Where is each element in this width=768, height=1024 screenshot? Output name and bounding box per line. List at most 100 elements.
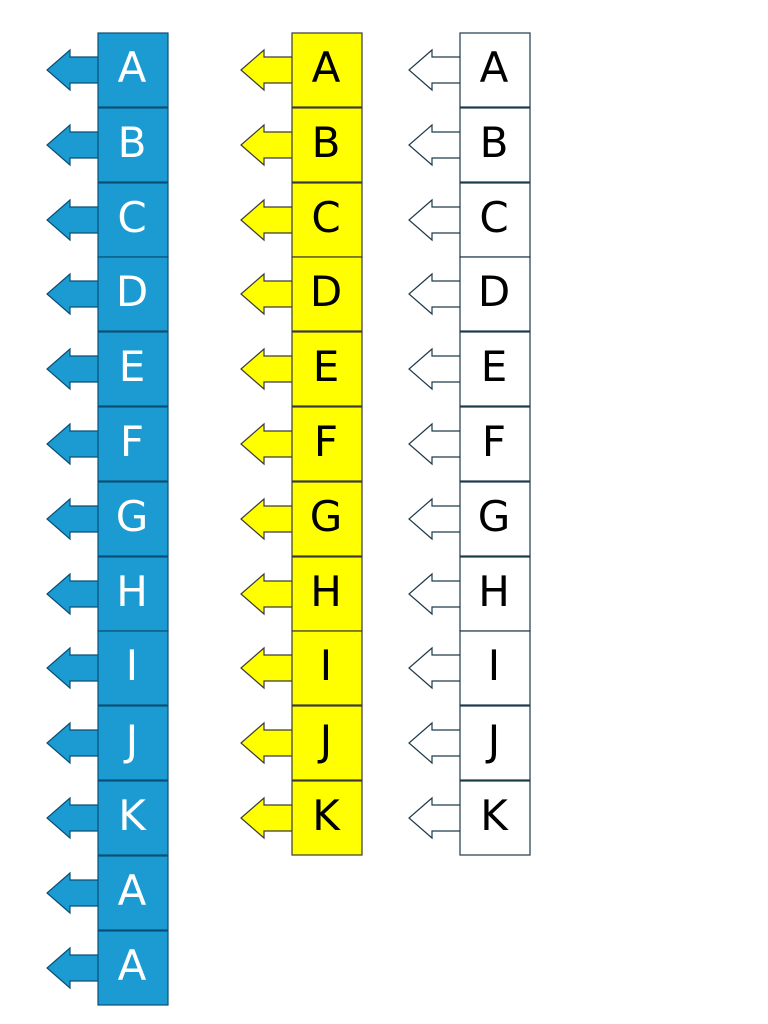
tile-yellow-4: D	[194, 256, 394, 332]
left-arrow-icon	[408, 273, 460, 316]
tile-letter: F	[313, 417, 339, 466]
left-arrow-icon	[46, 48, 98, 92]
tile-box	[291, 780, 363, 856]
left-arrow-icon	[408, 721, 460, 765]
tile-shape	[408, 406, 531, 482]
left-arrow-icon	[46, 871, 98, 915]
tile-box	[291, 107, 363, 183]
tile-box	[97, 331, 169, 407]
tile-letter: D	[115, 267, 149, 317]
tile-shape	[240, 780, 363, 856]
tile-box	[291, 705, 363, 781]
tile-letter: A	[479, 43, 509, 92]
left-arrow-icon	[408, 48, 460, 92]
tile-letter: A	[117, 43, 147, 92]
tile-shape	[240, 107, 363, 183]
tile-letter: I	[125, 641, 139, 691]
tile-shape	[46, 780, 169, 856]
tile-white-3: C	[362, 181, 562, 258]
tile-shape	[408, 256, 531, 332]
tile-box	[291, 331, 363, 407]
left-arrow-icon	[46, 946, 98, 989]
tile-box	[291, 630, 363, 706]
tile-shape	[240, 481, 363, 557]
left-arrow-icon	[46, 572, 98, 615]
tile-shape	[408, 555, 531, 632]
left-arrow-icon	[240, 497, 292, 541]
tile-letter: H	[478, 566, 510, 616]
left-arrow-icon	[240, 572, 292, 615]
tile-white-10: J	[362, 705, 562, 781]
tile-blue-11: K	[0, 780, 200, 856]
left-arrow-icon	[46, 721, 98, 765]
tile-shape	[46, 406, 169, 482]
tile-shape	[408, 32, 531, 108]
tile-box	[97, 705, 169, 781]
tile-white-4: D	[362, 256, 562, 332]
tile-shape	[46, 929, 169, 1006]
tile-letter: J	[125, 716, 139, 766]
tile-box	[459, 32, 531, 108]
left-arrow-icon	[46, 647, 98, 690]
tile-shape	[240, 256, 363, 332]
tile-shape	[46, 481, 169, 557]
tile-box	[459, 555, 531, 632]
tile-yellow-6: F	[194, 406, 394, 482]
left-arrow-icon	[240, 273, 292, 316]
tile-white-8: H	[362, 555, 562, 632]
tile-letter: H	[310, 566, 342, 616]
tile-white-7: G	[362, 481, 562, 557]
tile-letter: D	[477, 267, 511, 317]
tile-shape	[46, 32, 169, 108]
tile-white-1: A	[362, 32, 562, 108]
tile-yellow-5: E	[194, 331, 394, 407]
tile-letter: B	[479, 117, 509, 167]
tile-shape	[240, 181, 363, 258]
tile-shape	[240, 406, 363, 482]
left-arrow-icon	[240, 48, 292, 92]
tile-letter: G	[309, 491, 343, 541]
tile-box	[97, 181, 169, 258]
tile-shape	[408, 107, 531, 183]
tile-shape	[240, 555, 363, 632]
tile-shape	[240, 32, 363, 108]
tile-shape	[408, 780, 531, 856]
tile-letter: D	[309, 267, 343, 317]
tile-yellow-11: K	[194, 780, 394, 856]
tile-yellow-2: B	[194, 107, 394, 183]
tile-white-5: E	[362, 331, 562, 407]
tile-yellow-10: J	[194, 705, 394, 781]
tile-blue-10: J	[0, 705, 200, 781]
tile-shape	[408, 481, 531, 557]
tile-blue-2: B	[0, 107, 200, 183]
tile-letter: F	[481, 417, 507, 466]
tile-box	[97, 780, 169, 856]
tile-letter: H	[116, 566, 148, 616]
tile-blue-1: A	[0, 32, 200, 108]
tile-shape	[46, 855, 169, 931]
tile-letter: G	[477, 491, 511, 541]
tile-shape	[46, 256, 169, 332]
tile-box	[459, 630, 531, 706]
tile-box	[97, 481, 169, 557]
tile-yellow-3: C	[194, 181, 394, 258]
tile-blue-7: G	[0, 481, 200, 557]
left-arrow-icon	[240, 796, 292, 840]
left-arrow-icon	[46, 198, 98, 241]
left-arrow-icon	[408, 422, 460, 466]
left-arrow-icon	[408, 347, 460, 391]
tile-letter: K	[312, 791, 340, 840]
tile-white-6: F	[362, 406, 562, 482]
tile-box	[97, 107, 169, 183]
tile-blue-6: F	[0, 406, 200, 482]
tile-box	[459, 107, 531, 183]
tile-letter: A	[117, 865, 147, 915]
tile-shape	[46, 331, 169, 407]
tile-box	[459, 481, 531, 557]
left-arrow-icon	[240, 123, 292, 167]
tile-box	[291, 406, 363, 482]
tile-letter: E	[312, 342, 340, 392]
tile-box	[291, 32, 363, 108]
tile-letter: C	[311, 192, 341, 242]
tile-shape	[240, 331, 363, 407]
